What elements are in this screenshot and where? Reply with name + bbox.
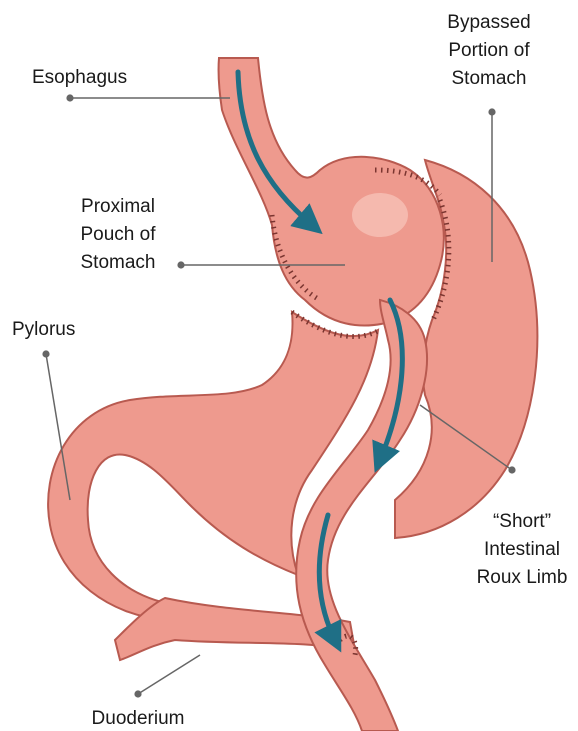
label-bypassed-line2: Portion of bbox=[448, 40, 530, 61]
label-pylorus: Pylorus bbox=[12, 319, 75, 340]
leader-dot-proximal bbox=[177, 261, 184, 268]
label-bypassed-line3: Stomach bbox=[452, 68, 527, 89]
label-proximal-line2: Pouch of bbox=[81, 224, 157, 245]
label-proximal-line3: Stomach bbox=[81, 252, 156, 273]
leader-dot-duoderium bbox=[134, 690, 141, 697]
leader-dot-pylorus bbox=[42, 350, 49, 357]
leader-duoderium bbox=[138, 655, 200, 694]
leader-dot-short bbox=[508, 466, 515, 473]
label-short-line2: Intestinal bbox=[484, 539, 560, 560]
label-short-line3: Roux Limb bbox=[477, 567, 568, 588]
label-duoderium: Duoderium bbox=[92, 708, 185, 729]
esophagus-and-pouch bbox=[219, 58, 444, 326]
leader-dot-esophagus bbox=[66, 94, 73, 101]
label-proximal-line1: Proximal bbox=[81, 196, 155, 217]
stomach-body bbox=[48, 312, 378, 620]
label-esophagus: Esophagus bbox=[32, 67, 127, 88]
pouch-highlight bbox=[352, 193, 408, 237]
label-short-line1: “Short” bbox=[493, 511, 551, 532]
label-bypassed-line1: Bypassed bbox=[447, 12, 530, 33]
leader-dot-bypassed bbox=[488, 108, 495, 115]
